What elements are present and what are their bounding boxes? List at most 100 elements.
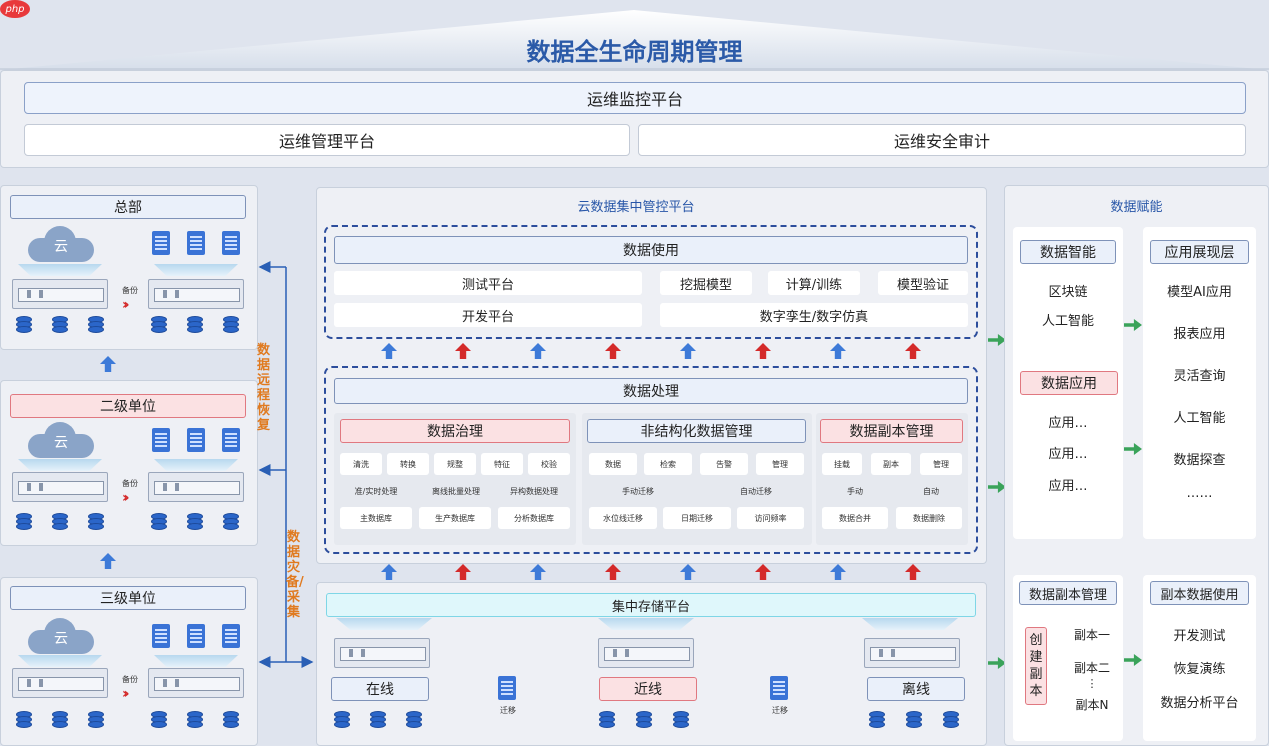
governance-chip: 主数据库 [340, 507, 412, 529]
tray-shape [18, 655, 102, 667]
document-icon [187, 231, 205, 255]
server-icon [148, 668, 244, 698]
governance-chip: 转换 [387, 453, 429, 475]
unit-level3-label: 三级单位 [10, 586, 246, 610]
present-item: 数据探查 [1173, 452, 1226, 468]
replica-chip: 副本 [871, 453, 911, 475]
database-icon [151, 316, 167, 334]
database-icon [88, 711, 104, 729]
unstructured-chip: 管理 [756, 453, 804, 475]
present-item: 灵活查询 [1173, 368, 1226, 384]
replica-use-item: 恢复演练 [1173, 661, 1226, 677]
server-icon [12, 472, 108, 502]
app-title: 数据应用 [1020, 371, 1118, 395]
app-item: 应用… [1048, 446, 1088, 462]
replica-mgmt-title: 数据副本管理 [1019, 581, 1117, 605]
database-icon [16, 513, 32, 531]
unstructured-title: 非结构化数据管理 [587, 419, 806, 443]
app-item: 应用… [1048, 478, 1088, 494]
database-icon [370, 711, 386, 729]
database-icon [223, 711, 239, 729]
storage-offline: 离线 [867, 677, 965, 701]
replica-use-item: 数据分析平台 [1160, 695, 1239, 711]
tray-shape [18, 264, 102, 276]
cloud-icon: 云 [28, 226, 94, 262]
unstructured-chip: 访问频率 [737, 507, 804, 529]
server-icon [148, 472, 244, 502]
document-icon [187, 624, 205, 648]
migrate-label: 迁移 [500, 705, 516, 715]
governance-chip: 清洗 [340, 453, 382, 475]
intel-title: 数据智能 [1020, 240, 1116, 264]
replica-chip: 数据合并 [822, 507, 888, 529]
create-replica-box: 创建副本 [1025, 627, 1047, 705]
page-title: 数据全生命周期管理 [526, 38, 743, 66]
database-icon [151, 711, 167, 729]
database-icon [16, 316, 32, 334]
unstructured-chip: 日期迁移 [663, 507, 731, 529]
storage-online: 在线 [331, 677, 429, 701]
governance-chip: 规整 [434, 453, 476, 475]
present-item: 报表应用 [1173, 326, 1226, 342]
usage-item: 测试平台 [334, 271, 642, 295]
database-icon [636, 711, 652, 729]
database-icon [52, 711, 68, 729]
database-icon [52, 513, 68, 531]
storage-title: 集中存储平台 [326, 593, 976, 617]
unstructured-chip: 水位线迁移 [589, 507, 657, 529]
document-icon [152, 231, 170, 255]
database-icon [151, 513, 167, 531]
usage-item: 数字孪生/数字仿真 [660, 303, 968, 327]
document-icon [770, 676, 788, 700]
database-icon [599, 711, 615, 729]
server-icon [334, 638, 430, 668]
database-icon [88, 513, 104, 531]
replica-text: 手动 [847, 486, 863, 496]
replica-chip: 挂载 [822, 453, 862, 475]
governance-chip: 校验 [528, 453, 570, 475]
usage-item: 挖掘模型 [660, 271, 752, 295]
governance-text: 准/实时处理 [354, 486, 398, 496]
database-icon [334, 711, 350, 729]
database-icon [223, 316, 239, 334]
document-icon [222, 428, 240, 452]
tray-shape [154, 459, 238, 471]
document-icon [152, 428, 170, 452]
present-item: 模型AI应用 [1167, 284, 1232, 300]
server-icon [148, 279, 244, 309]
replica-copy: 副本二 [1073, 660, 1110, 675]
replica-copy: ⋮ [1086, 676, 1098, 690]
backup-label: 备份 [122, 285, 138, 295]
replica-use-title: 副本数据使用 [1150, 581, 1249, 605]
unstructured-chip: 检索 [644, 453, 692, 475]
present-item: 人工智能 [1173, 410, 1226, 426]
database-icon [869, 711, 885, 729]
replica-text: 自动 [923, 486, 939, 496]
cloud-icon: 云 [28, 618, 94, 654]
document-icon [187, 428, 205, 452]
usage-item: 开发平台 [334, 303, 642, 327]
database-icon [223, 513, 239, 531]
processing-section [324, 366, 978, 554]
database-icon [187, 316, 203, 334]
governance-title: 数据治理 [340, 419, 570, 443]
database-icon [673, 711, 689, 729]
usage-item: 模型验证 [878, 271, 968, 295]
replica-copy: 副本一 [1073, 627, 1110, 642]
replica-title: 数据副本管理 [820, 419, 963, 443]
unit-level2-label: 二级单位 [10, 394, 246, 418]
backup-label: 备份 [122, 674, 138, 684]
server-icon [12, 668, 108, 698]
unstructured-chip: 数据 [589, 453, 637, 475]
governance-chip: 生产数据库 [419, 507, 491, 529]
database-icon [943, 711, 959, 729]
processing-title: 数据处理 [334, 378, 968, 404]
server-icon [864, 638, 960, 668]
unstructured-chip: 告警 [700, 453, 748, 475]
unstructured-text: 手动迁移 [622, 486, 654, 496]
cloud-icon: 云 [28, 422, 94, 458]
present-title: 应用展现层 [1150, 240, 1249, 264]
document-icon [498, 676, 516, 700]
governance-text: 异构数据处理 [510, 486, 558, 496]
tray-shape [862, 618, 958, 630]
